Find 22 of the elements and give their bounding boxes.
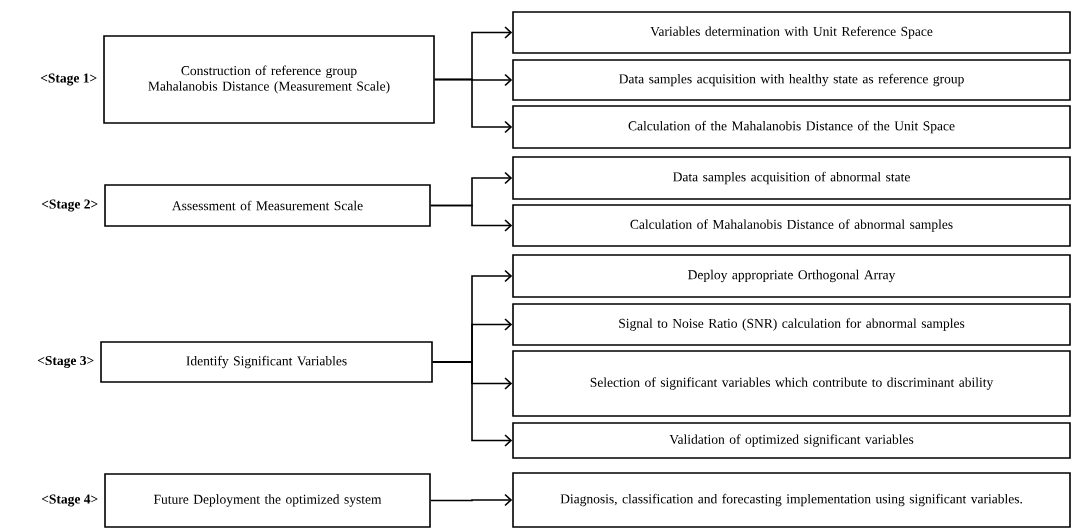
arrow bbox=[434, 78, 513, 134]
arrow bbox=[432, 361, 513, 447]
stage-label: <Stage 2> bbox=[41, 199, 98, 212]
step-box: Calculation of the Mahalanobis Distance of the Unit Space bbox=[512, 105, 1071, 149]
stage-box: Identify Significant Variables bbox=[100, 341, 433, 383]
arrow bbox=[430, 493, 513, 507]
stage-box: Construction of reference group Mahalanobis Distance (Measurement Scale) bbox=[103, 35, 435, 124]
stage-label: <Stage 3> bbox=[37, 356, 94, 368]
stage-box: Future Deployment the optimized system bbox=[104, 473, 431, 528]
step-box: Signal to Noise Ratio (SNR) calculation for abnormal samples bbox=[512, 303, 1071, 346]
stage-label: <Stage 4> bbox=[41, 494, 98, 507]
step-box: Data samples acquisition of abnormal state bbox=[512, 156, 1071, 200]
stage-box: Assessment of Measurement Scale bbox=[104, 184, 431, 227]
step-box: Variables determination with Unit Reference Space bbox=[512, 11, 1071, 54]
step-box: Diagnosis, classification and forecasting implementation using significant variables. bbox=[512, 472, 1071, 528]
step-box: Data samples acquisition with healthy state as reference group bbox=[512, 59, 1071, 101]
step-box: Validation of optimized significant variables bbox=[512, 422, 1071, 459]
step-box: Calculation of Mahalanobis Distance of abnormal samples bbox=[512, 204, 1071, 247]
step-box: Deploy appropriate Orthogonal Array bbox=[512, 254, 1071, 298]
stage-label: <Stage 1> bbox=[40, 73, 97, 86]
arrow bbox=[430, 204, 513, 232]
step-box: Selection of significant variables which contribute to discriminant ability bbox=[512, 350, 1071, 417]
